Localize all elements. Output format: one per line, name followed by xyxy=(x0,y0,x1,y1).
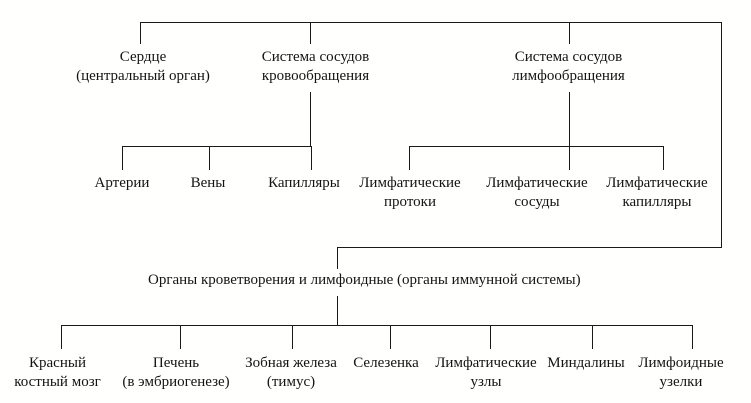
node-spleen-line1: Селезенка xyxy=(353,355,419,371)
connector-top-horizontal xyxy=(140,22,722,23)
connector-blood-system-drop xyxy=(310,22,311,44)
connector-lymphatic-vessels-drop xyxy=(569,147,570,170)
node-lymph-vessel-system: Система сосудов лимфообращения xyxy=(496,48,641,86)
node-heart-line1: Сердце xyxy=(119,49,167,65)
node-tonsils-line1: Миндалины xyxy=(547,355,625,371)
node-lymph-nodes: Лимфатические узлы xyxy=(426,354,546,392)
connector-organs-stem xyxy=(337,296,338,326)
node-blood-vessel-system-line2: кровообращения xyxy=(261,68,370,84)
node-lymph-nodes-line2: узлы xyxy=(470,374,502,390)
connector-organs-horizontal xyxy=(337,247,722,248)
connector-arteries-drop xyxy=(122,146,123,170)
node-red-bone-marrow-line1: Красный xyxy=(29,355,86,371)
node-red-bone-marrow: Красный костный мозг xyxy=(0,354,115,392)
node-blood-vessel-system: Система сосудов кровообращения xyxy=(243,48,388,86)
node-veins: Вены xyxy=(158,174,258,193)
node-lymphoid-nodules-line1: Лимфоидные xyxy=(638,355,724,371)
connector-blood-system-stem xyxy=(310,92,311,147)
node-heart-line2: (центральный орган) xyxy=(76,68,210,84)
node-arteries: Артерии xyxy=(72,174,172,193)
node-arteries-line1: Артерии xyxy=(94,175,150,191)
connector-lymph-nodes-drop xyxy=(490,325,491,349)
connector-lymph-system-drop xyxy=(569,22,570,44)
connector-capillaries-drop xyxy=(311,146,312,170)
connector-red-bone-marrow-drop xyxy=(61,325,62,349)
connector-lymphatic-capillaries-drop xyxy=(663,146,664,170)
node-veins-line1: Вены xyxy=(190,175,226,191)
node-lymphatic-ducts-line1: Лимфатические xyxy=(359,175,461,191)
node-hematopoietic-organs: Органы кроветворения и лимфоидные (орган… xyxy=(148,271,581,290)
node-red-bone-marrow-line2: костный мозг xyxy=(14,374,101,390)
connector-thymus-drop xyxy=(292,325,293,349)
node-lymphoid-nodules-line2: узелки xyxy=(659,374,703,390)
connector-tonsils-drop xyxy=(592,325,593,349)
connector-liver-drop xyxy=(180,325,181,349)
connector-lymphatic-ducts-drop xyxy=(409,146,410,170)
node-lymphatic-capillaries-line1: Лимфатические xyxy=(606,175,708,191)
node-lymphatic-vessels: Лимфатические сосуды xyxy=(477,174,597,212)
node-liver-line1: Печень xyxy=(152,355,200,371)
node-thymus: Зобная железа (тимус) xyxy=(226,354,356,392)
node-heart: Сердце (центральный орган) xyxy=(63,48,223,86)
node-capillaries-line1: Капилляры xyxy=(268,175,340,191)
connector-right-trunk xyxy=(721,22,722,248)
node-lymphatic-capillaries: Лимфатические капилляры xyxy=(597,174,717,212)
node-lymphoid-nodules: Лимфоидные узелки xyxy=(621,354,741,392)
connector-organs-drop xyxy=(337,247,338,269)
node-thymus-line2: (тимус) xyxy=(266,374,316,390)
node-lymph-vessel-system-line1: Система сосудов xyxy=(514,49,623,65)
node-liver-line2: (в эмбриогенезе) xyxy=(122,374,230,390)
node-lymphatic-vessels-line1: Лимфатические xyxy=(486,175,588,191)
connector-heart-drop xyxy=(140,22,141,44)
node-lymphatic-capillaries-line2: капилляры xyxy=(622,194,692,210)
connector-lymph-group-horizontal xyxy=(409,146,664,147)
node-lymph-vessel-system-line2: лимфообращения xyxy=(512,68,625,84)
connector-spleen-drop xyxy=(390,325,391,349)
node-liver: Печень (в эмбриогенезе) xyxy=(110,354,242,392)
node-thymus-line1: Зобная железа xyxy=(245,355,337,371)
node-hematopoietic-organs-line1: Органы кроветворения и лимфоидные (орган… xyxy=(148,272,581,288)
node-blood-vessel-system-line1: Система сосудов xyxy=(261,49,370,65)
connector-bottom-horizontal xyxy=(61,325,693,326)
node-lymphatic-ducts: Лимфатические протоки xyxy=(350,174,470,212)
connector-lymph-system-stem xyxy=(569,92,570,147)
node-lymphatic-ducts-line2: протоки xyxy=(383,194,436,210)
node-lymph-nodes-line1: Лимфатические xyxy=(435,355,537,371)
connector-veins-drop xyxy=(209,146,210,170)
connector-lymphoid-nodules-drop xyxy=(692,325,693,349)
node-spleen: Селезенка xyxy=(336,354,436,373)
node-lymphatic-vessels-line2: сосуды xyxy=(514,194,560,210)
node-capillaries: Капилляры xyxy=(254,174,354,193)
connector-blood-group-horizontal xyxy=(122,146,312,147)
node-tonsils: Миндалины xyxy=(531,354,641,373)
